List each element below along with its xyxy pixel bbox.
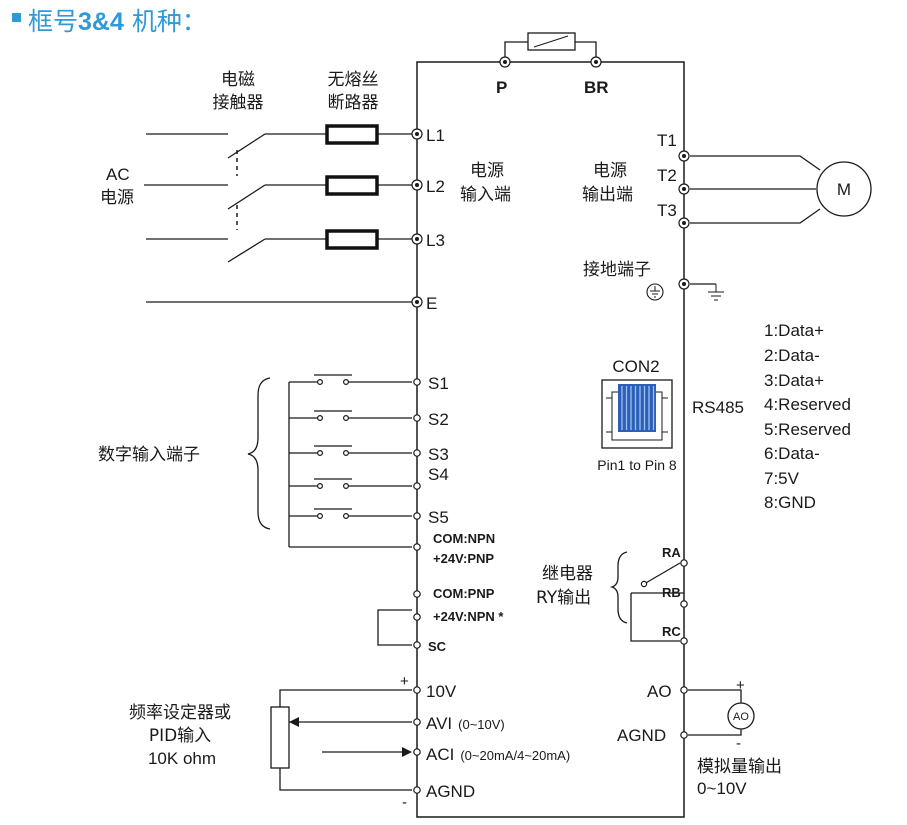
motor-icon [816, 161, 872, 217]
contactor-label: 电磁 [221, 70, 255, 90]
page-title: 框号3&4 机种： [28, 7, 207, 36]
con2-label: CON2 [612, 357, 659, 376]
relay-wiring [630, 559, 688, 645]
rs485-pin-6: 6:Data- [764, 444, 820, 463]
terminal-s5: S5 [428, 508, 449, 527]
terminal-s3: S3 [428, 445, 449, 464]
setter-label: 频率设定器或 [129, 703, 231, 723]
digital-input-brace [247, 377, 271, 530]
rs485-pin-4: 4:Reserved [764, 395, 851, 414]
terminal-e: E [426, 294, 437, 313]
rs485-label: RS485 [692, 398, 744, 417]
terminal-t2: T2 [657, 166, 677, 185]
analog-out-minus: - [736, 735, 741, 752]
relay-brace [609, 551, 628, 624]
digital-input-label: 数字输入端子 [98, 445, 200, 465]
drive-body [416, 61, 685, 818]
terminal-sc: SC [428, 639, 447, 654]
rs485-pin-8: 8:GND [764, 493, 816, 512]
terminal-p: P [496, 78, 507, 97]
terminal-l2: L2 [426, 177, 445, 196]
terminal-agnd-in: AGND [426, 782, 475, 801]
terminal-s2: S2 [428, 410, 449, 429]
analog-in-minus: - [402, 794, 407, 811]
breaker-label-2: 断路器 [328, 93, 379, 113]
digital-input-wiring [288, 374, 421, 551]
rj45-pins-note: Pin1 to Pin 8 [597, 457, 677, 473]
terminal-ao: AO [647, 682, 672, 701]
terminal-10v: 10V [426, 682, 457, 701]
output-terminal-label: 电源 [593, 161, 627, 181]
setter-label-2: PID输入 [149, 726, 211, 746]
motor-label: M [837, 180, 851, 199]
terminal-t1: T1 [657, 131, 677, 150]
relay-label: 继电器 [542, 564, 593, 584]
breaker-label: 无熔丝 [328, 70, 379, 90]
com-sc-wiring [377, 590, 421, 649]
title-bullet-icon [12, 13, 21, 22]
terminal-l1: L1 [426, 126, 445, 145]
terminal-24v-pnp: +24V:PNP [433, 551, 494, 566]
rj45-connector-icon [601, 379, 673, 449]
output-terminal-label-2: 输出端 [582, 185, 633, 205]
potentiometer-wiring [270, 686, 421, 794]
setter-label-3: 10K ohm [148, 749, 216, 768]
rs485-pin-3: 3:Data+ [764, 371, 824, 390]
terminal-agnd-out: AGND [617, 726, 666, 745]
terminal-s4: S4 [428, 465, 449, 484]
terminal-t3: T3 [657, 201, 677, 220]
analog-out-plus: + [736, 677, 745, 694]
terminal-com-pnp: COM:PNP [433, 586, 495, 601]
ac-label: AC [106, 165, 130, 184]
terminal-br: BR [584, 78, 609, 97]
braking-resistor [499, 32, 602, 68]
input-terminal-label-2: 输入端 [460, 185, 511, 205]
terminal-rb: RB [662, 585, 681, 600]
analog-output-range: 0~10V [697, 779, 747, 798]
terminal-ra: RA [662, 545, 681, 560]
rs485-pin-7: 7:5V [764, 469, 800, 488]
relay-label-2: RY输出 [536, 588, 591, 608]
analog-in-plus: + [400, 673, 409, 690]
motor-wiring [678, 150, 821, 229]
terminal-com-npn: COM:NPN [433, 531, 495, 546]
input-terminal-label: 电源 [470, 161, 504, 181]
terminal-avi: AVI(0~10V) [426, 714, 505, 733]
power-input-wiring [144, 124, 423, 308]
rs485-pin-1: 1:Data+ [764, 321, 824, 340]
ac-label-2: 电源 [100, 188, 134, 208]
analog-output-wiring [680, 686, 755, 739]
contactor-label-2: 接触器 [213, 93, 264, 113]
ground-icon [646, 278, 724, 301]
terminal-rc: RC [662, 624, 681, 639]
analog-output-label: 模拟量输出 [697, 757, 782, 777]
rs485-pin-5: 5:Reserved [764, 420, 851, 439]
terminal-s1: S1 [428, 374, 449, 393]
ao-meter-label: AO [733, 711, 749, 723]
rs485-pin-2: 2:Data- [764, 346, 820, 365]
terminal-24v-npn: +24V:NPN * [433, 609, 504, 624]
terminal-l3: L3 [426, 231, 445, 250]
terminal-aci: ACI(0~20mA/4~20mA) [426, 745, 570, 764]
ground-terminal-label: 接地端子 [583, 260, 651, 280]
